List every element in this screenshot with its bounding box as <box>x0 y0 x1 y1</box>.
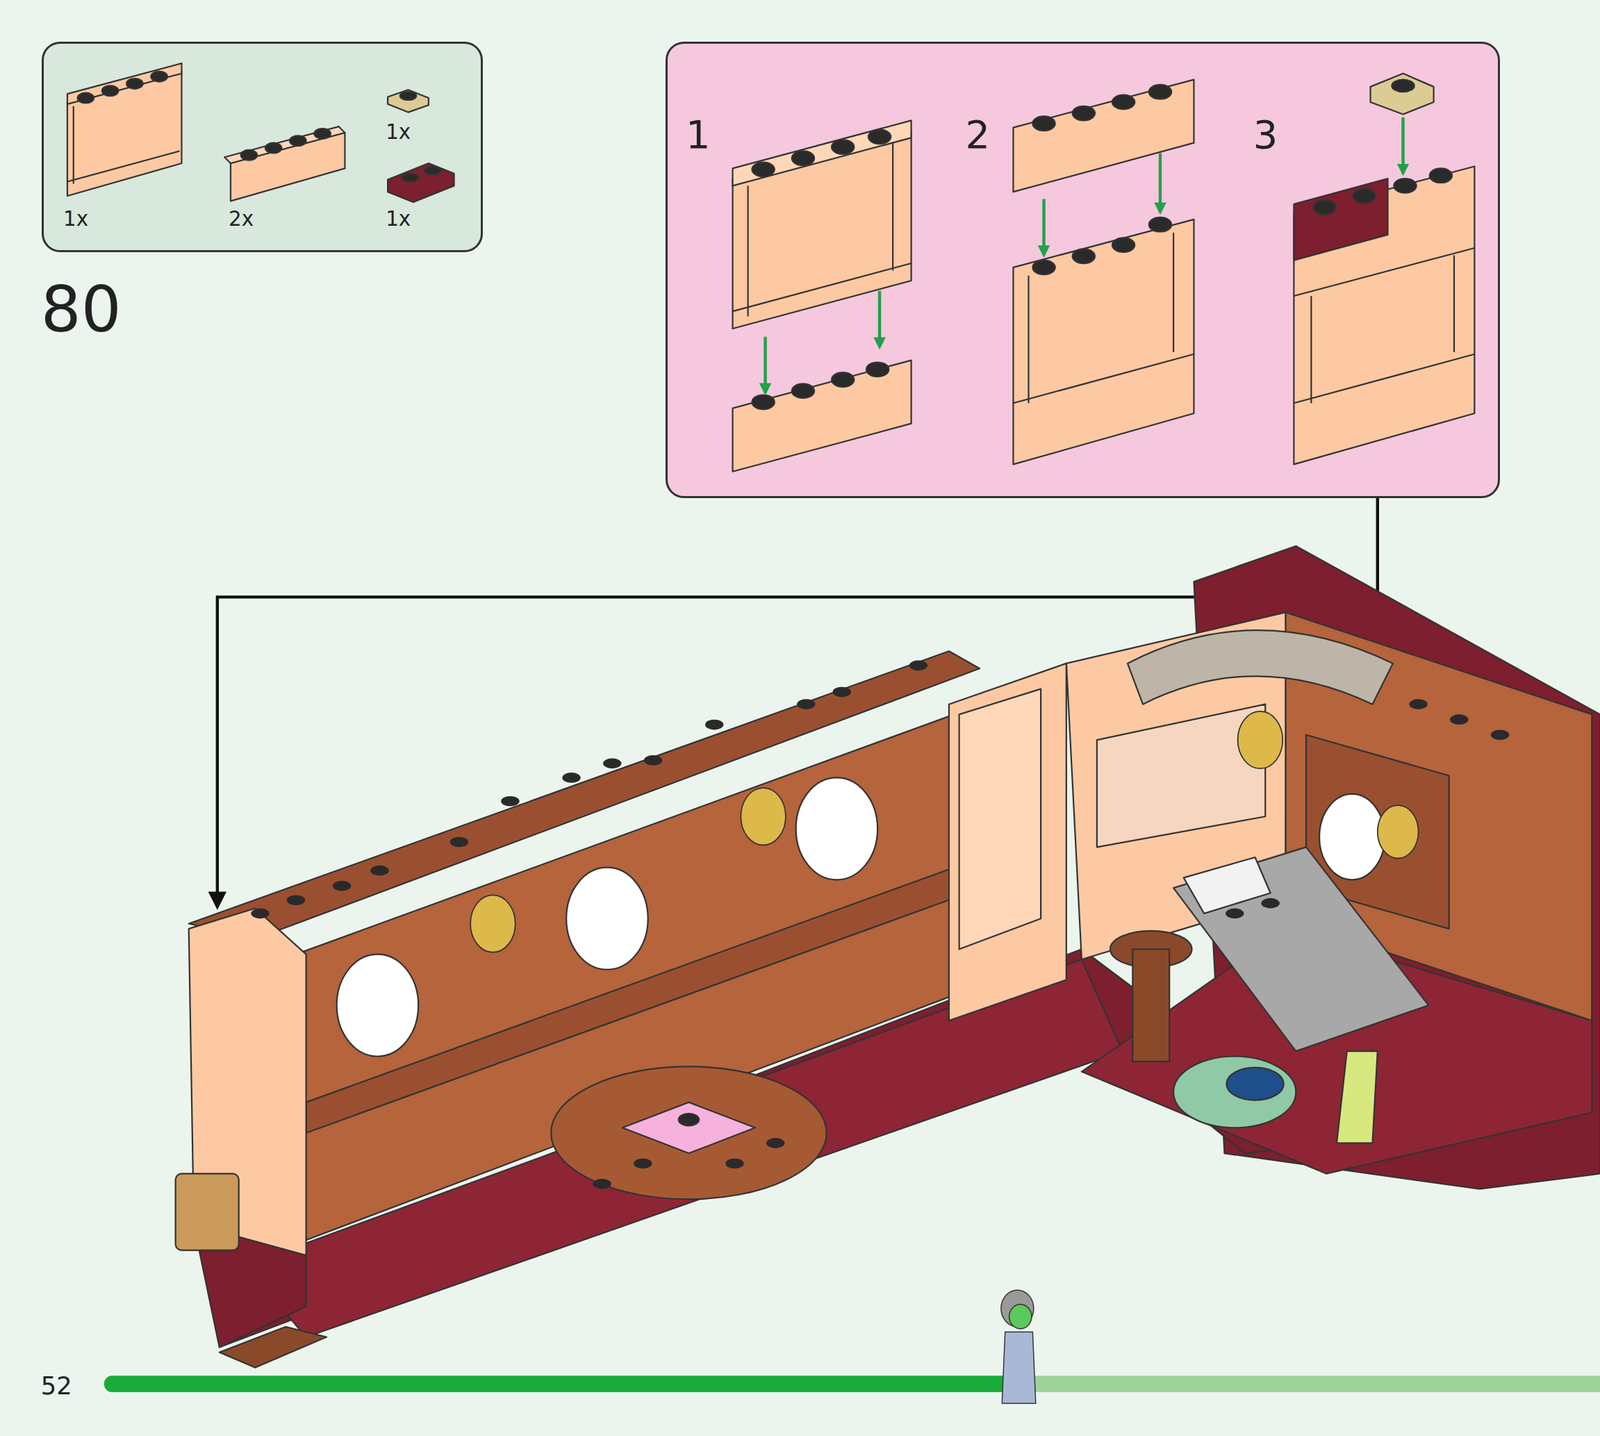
substep-number: 2 <box>965 115 991 155</box>
part-quantity: 1x <box>63 209 89 230</box>
substep-panel: 1 2 3 <box>665 41 1500 499</box>
parts-panel: 1x 2x 1x 1x <box>41 41 483 253</box>
part-quantity: 2x <box>228 209 254 230</box>
page-number: 52 <box>40 1373 73 1398</box>
part-quantity: 1x <box>385 209 411 230</box>
substep-number: 1 <box>685 115 711 155</box>
part-quantity: 1x <box>385 122 411 143</box>
step-number: 80 <box>40 277 122 342</box>
substep-number: 3 <box>1253 115 1279 155</box>
